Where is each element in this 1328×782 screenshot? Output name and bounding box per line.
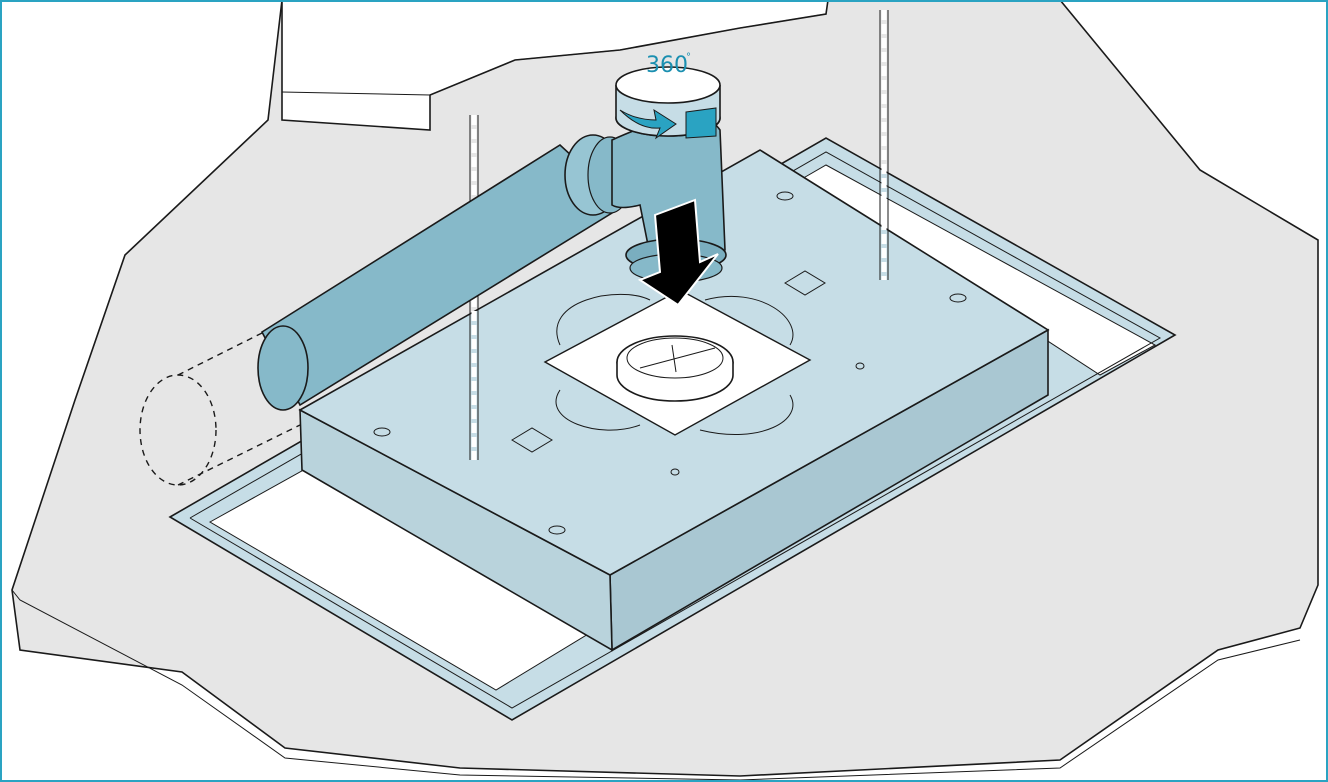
rotate-360-icon: 360 ° — [615, 52, 721, 140]
knockout-squares — [511, 270, 826, 453]
ceiling-beam-ridge — [281, 13, 827, 96]
rotation-label: 360 — [646, 53, 688, 78]
slot-holes — [373, 191, 967, 535]
ceiling-edge-bevel — [11, 589, 1301, 781]
rotation-degree-symbol: ° — [686, 52, 691, 63]
insert-arrow-icon — [637, 198, 719, 307]
suspension-chain-right — [879, 10, 889, 280]
duct-adapter-collar — [616, 335, 734, 402]
petal-outlines — [555, 293, 794, 435]
